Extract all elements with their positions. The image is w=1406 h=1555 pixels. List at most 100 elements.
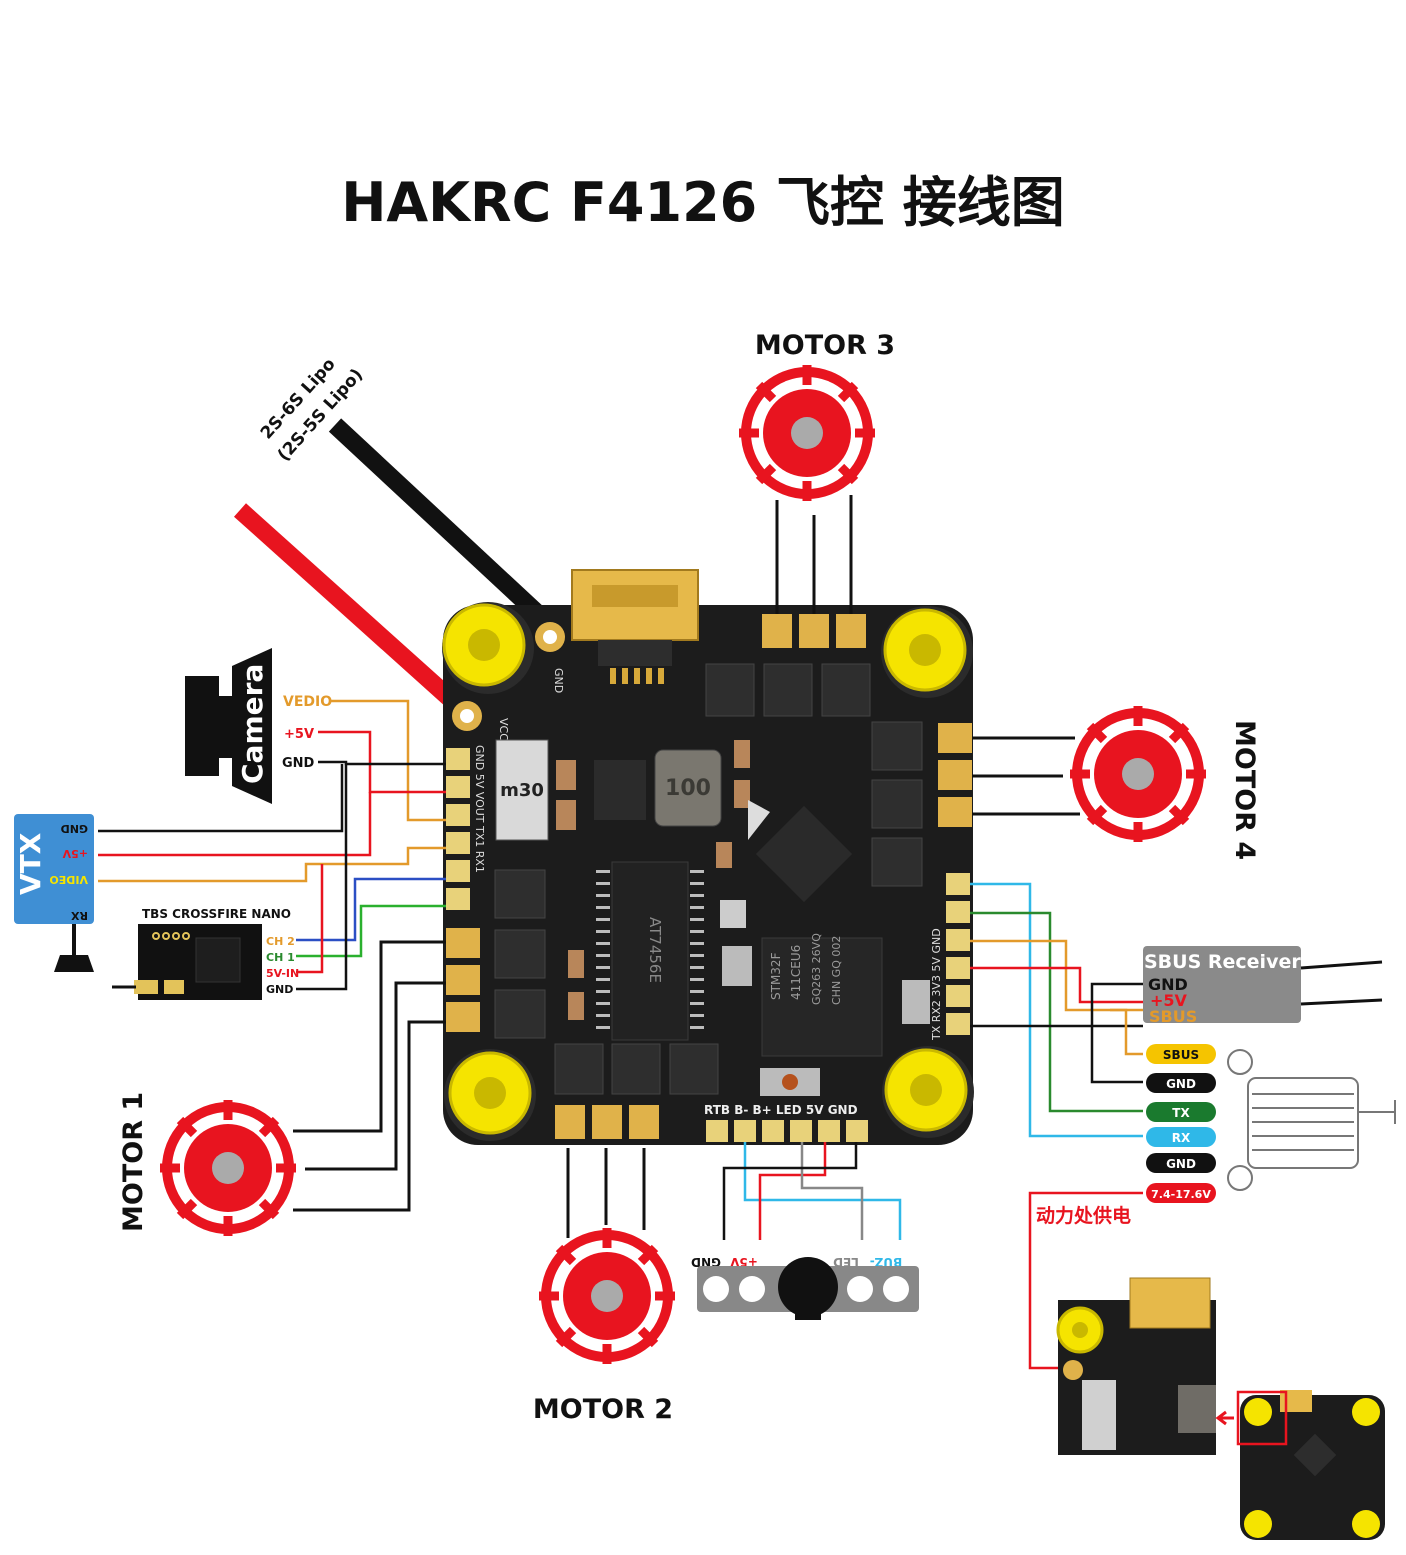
chip-amgm — [594, 760, 646, 820]
standoff-bottom-left — [444, 1049, 536, 1141]
dji-pin-gnd-2: GND — [1166, 1157, 1196, 1171]
battery-pad-gnd — [535, 622, 565, 652]
crossfire-label: TBS CROSSFIRE NANO — [142, 907, 291, 921]
camera-pin-video: VEDIO — [283, 694, 332, 710]
mcu-text-1: STM32F — [769, 952, 783, 1000]
right-side-wires — [970, 882, 1143, 1138]
crystal — [722, 946, 752, 986]
dji-air-unit-icon — [1227, 1049, 1396, 1191]
sbus-pin-sbus: SBUS — [1149, 1007, 1197, 1026]
mcu-text-4: CHN GQ 002 — [830, 936, 843, 1005]
motor-2-icon — [539, 1228, 675, 1364]
standoff-top-right — [881, 606, 973, 698]
motor3-pads — [762, 614, 866, 648]
crossfire-pin-ch2: CH 2 — [266, 935, 295, 948]
crossfire-module: TBS CROSSFIRE NANO — [112, 907, 291, 1000]
crossfire-pin-5vin: 5V-IN — [266, 967, 299, 980]
gyro-chip — [755, 805, 853, 903]
vtx-module: VTX GND +5V VIDEO RX — [14, 814, 94, 972]
sbus-pin-5v: +5V — [1150, 991, 1188, 1010]
vtx-pin-5v: +5V — [62, 847, 88, 860]
motor-3-label: MOTOR 3 — [755, 330, 895, 361]
power-note: 动力处供电 — [1036, 1204, 1131, 1227]
buzzer-icon — [778, 1257, 838, 1317]
baro-sensor — [720, 900, 746, 928]
camera-wires — [318, 699, 446, 822]
sbus-pin-gnd: GND — [1148, 975, 1188, 994]
bottom-pads — [706, 1120, 868, 1142]
vtx-pin-gnd: GND — [61, 822, 88, 835]
crossfire-wires — [296, 764, 446, 991]
inductor-m30 — [495, 739, 549, 841]
mcu-text-3: GQ263 26VQ — [810, 933, 823, 1005]
inset-board-closeup — [1056, 1277, 1216, 1455]
crossfire-pin-ch1: CH 1 — [266, 951, 295, 964]
dji-pin-rx: RX — [1172, 1131, 1191, 1145]
crystal-2 — [902, 980, 930, 1024]
power-note-wire — [1028, 1191, 1143, 1370]
buzzer-label-5v: +5V — [729, 1255, 757, 1269]
mcu-text-2: 411CEU6 — [789, 945, 803, 1000]
inductor-100 — [654, 749, 722, 827]
crossfire-pin-gnd: GND — [266, 983, 293, 996]
dji-pin-tx: TX — [1172, 1106, 1190, 1120]
battery-negative-wire — [328, 418, 557, 632]
right-pad-silk: TX RX2 3V3 5V GND — [930, 928, 943, 1041]
buzzer-wires — [722, 1142, 902, 1240]
vtx-label: VTX — [14, 832, 47, 895]
buzzer-module — [697, 1257, 919, 1320]
osd-chip — [611, 861, 689, 1041]
right-signal-pads — [946, 873, 970, 1035]
left-signal-pads — [446, 748, 470, 910]
gnd-silk-label: GND — [552, 668, 565, 693]
direction-arrow — [748, 800, 770, 840]
sbus-receiver: SBUS Receiver GND +5V SBUS — [1143, 946, 1383, 1026]
battery-pad-vcc — [452, 701, 482, 731]
mcu-chip: STM32F 411CEU6 GQ263 26VQ CHN GQ 002 — [761, 933, 883, 1057]
camera-label: Camera — [236, 664, 269, 784]
camera-icon: Camera — [185, 648, 272, 804]
sbus-title: SBUS Receiver — [1144, 951, 1301, 973]
vtx-wires — [98, 764, 446, 883]
motor-wires — [293, 495, 1080, 1238]
vtx-pin-rx: RX — [71, 909, 88, 922]
buzzer-label-led: LED — [833, 1255, 859, 1269]
vtx-pin-video: VIDEO — [49, 873, 88, 886]
capacitors — [556, 740, 750, 1020]
mosfets — [494, 663, 923, 1095]
dji-pin-gnd-1: GND — [1166, 1077, 1196, 1091]
camera-pin-gnd: GND — [282, 756, 315, 771]
inset-board-full — [1236, 1390, 1385, 1540]
motor-4-label: MOTOR 4 — [1229, 720, 1260, 860]
inductor-100-label: 100 — [665, 776, 711, 801]
vtx-antenna-icon — [54, 955, 94, 972]
standoff-bottom-right — [882, 1046, 974, 1138]
usb-connector — [571, 569, 699, 684]
osd-chip-label: AT7456E — [646, 917, 664, 983]
inductor-label: m30 — [500, 780, 544, 801]
motor-3-icon — [739, 365, 875, 501]
inset-arrow-icon — [1215, 1410, 1234, 1426]
motor-2-label: MOTOR 2 — [533, 1394, 673, 1425]
dji-pin-power: 7.4-17.6V — [1151, 1188, 1211, 1201]
motor1-pads — [446, 928, 480, 1032]
page-title: HAKRC F4126 飞控 接线图 — [341, 171, 1065, 234]
camera-pin-5v: +5V — [284, 727, 314, 742]
buzzer-label-buz: BUZ- — [870, 1255, 902, 1269]
dji-pin-sbus: SBUS — [1163, 1048, 1199, 1062]
left-pad-silk: GND 5V VOUT TX1 RX1 — [473, 745, 486, 873]
flight-controller-board: GND VCC m30 100 AT7456E STM32F 411CEU6 G… — [442, 569, 974, 1145]
battery-positive-wire — [233, 503, 472, 719]
motor-1-icon — [160, 1100, 296, 1236]
dji-pin-labels: SBUS GND TX RX GND 7.4-17.6V — [1146, 1044, 1216, 1203]
motor-1-label: MOTOR 1 — [118, 1092, 149, 1232]
motor2-pads — [555, 1105, 659, 1139]
buzzer-label-gnd: GND — [691, 1255, 721, 1269]
motor-4-icon — [1070, 706, 1206, 842]
standoff-top-left — [442, 602, 534, 694]
motor4-pads — [938, 723, 972, 827]
bottom-pad-silk: RTB B- B+ LED 5V GND — [704, 1103, 858, 1117]
vcc-silk-label: VCC — [497, 718, 510, 741]
boot-button-knob — [782, 1074, 798, 1090]
